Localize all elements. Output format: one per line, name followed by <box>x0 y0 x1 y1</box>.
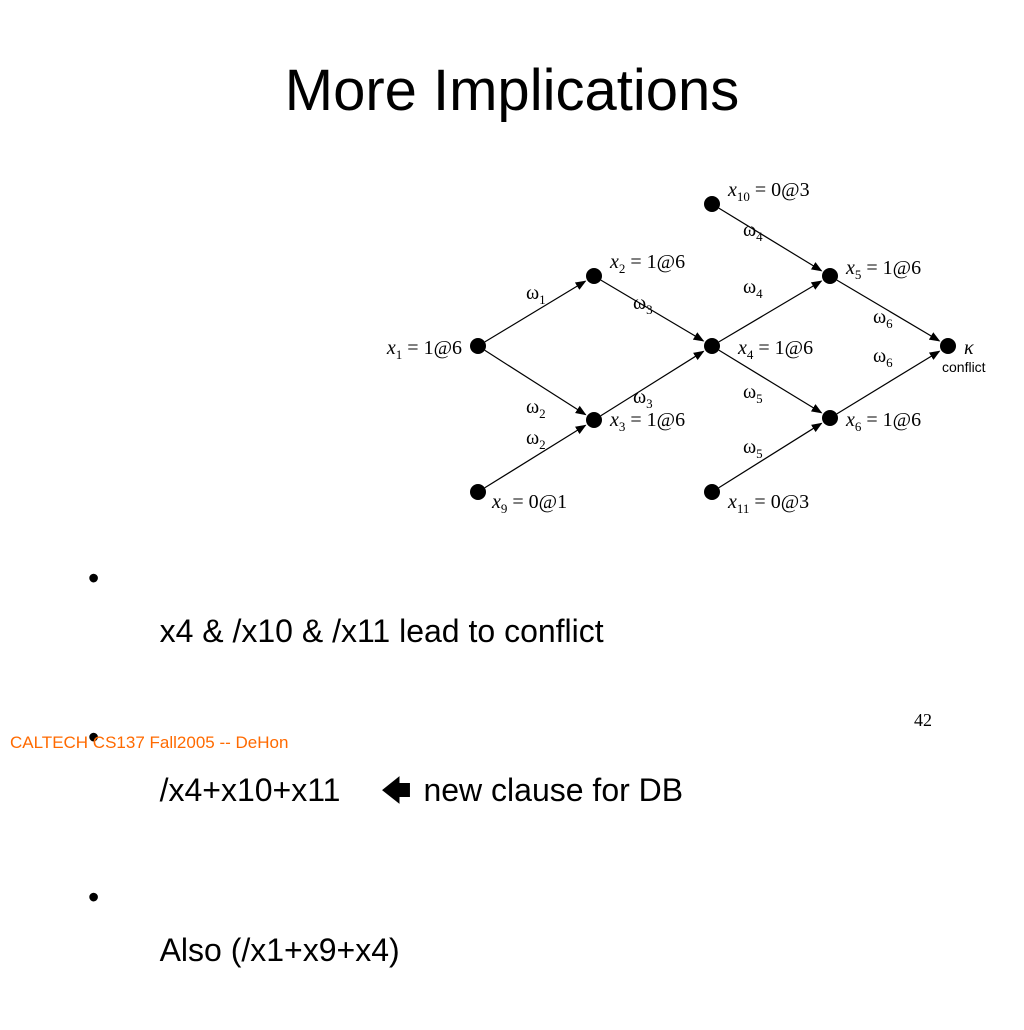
edge-x2-x4 <box>600 279 705 342</box>
bullet-text: /x4+x10+x11 <box>159 772 341 808</box>
node-label-x6: x6 = 1@6 <box>845 409 921 434</box>
edge-label-x6-kappa: ω6 <box>873 345 893 370</box>
edge-x10-x5 <box>718 207 823 272</box>
arrow-left-icon: 🡄 <box>380 775 412 808</box>
bullet-marker: • <box>88 719 100 755</box>
node-label-x9: x9 = 0@1 <box>491 491 567 516</box>
bullet-text: x4 & /x10 & /x11 lead to conflict <box>159 613 604 649</box>
bullet-item-1: • x4 & /x10 & /x11 lead to conflict <box>88 552 683 711</box>
edge-x3-x4 <box>600 350 705 417</box>
node-x4 <box>704 338 720 354</box>
node-x10 <box>704 196 720 212</box>
edge-label-x10-x5: ω4 <box>743 219 763 244</box>
edge-x9-x3 <box>484 424 587 489</box>
node-label-x10: x10 = 0@3 <box>727 179 810 204</box>
edge-label-x1-x2: ω1 <box>526 282 546 307</box>
edge-x6-kappa <box>836 350 941 415</box>
bullet-text-after-arrow: new clause for DB <box>423 772 684 808</box>
edge-label-x11-x6: ω5 <box>743 436 763 461</box>
page-number: 42 <box>914 710 932 730</box>
node-x5 <box>822 268 838 284</box>
implication-graph: ω1 ω2 ω2 ω3 ω3 ω4 ω4 ω5 ω5 ω6 ω6 x10 = 0@3 x2 = 1@6… <box>386 179 986 516</box>
node-label-x4: x4 = 1@6 <box>737 337 813 362</box>
edge-x1-x2 <box>484 280 587 343</box>
node-x3 <box>586 412 602 428</box>
edge-x11-x6 <box>718 422 823 489</box>
edge-label-x4-x6: ω5 <box>743 381 763 406</box>
node-x2 <box>586 268 602 284</box>
bullet-text: Also (/x1+x9+x4) <box>159 932 400 968</box>
node-kappa <box>940 338 956 354</box>
edge-x4-x5 <box>718 280 823 343</box>
node-label-x1: x1 = 1@6 <box>386 337 462 362</box>
edge-label-x4-x5: ω4 <box>743 276 763 301</box>
node-label-x11: x11 = 0@3 <box>727 491 809 516</box>
bullet-marker: • <box>88 879 100 915</box>
conflict-label: conflict <box>942 359 986 375</box>
slide-title: More Implications <box>284 58 740 123</box>
bullet-marker: • <box>88 560 100 596</box>
node-x6 <box>822 410 838 426</box>
edge-label-x5-kappa: ω6 <box>873 306 893 331</box>
edge-label-x9-x3: ω2 <box>526 427 546 452</box>
node-x11 <box>704 484 720 500</box>
node-label-kappa: κ <box>964 337 974 359</box>
bullet-list: • x4 & /x10 & /x11 lead to conflict • /x4+… <box>88 552 683 1030</box>
node-label-x3: x3 = 1@6 <box>609 409 685 434</box>
edge-x1-x3 <box>484 349 587 416</box>
edge-label-x2-x4: ω3 <box>633 292 653 317</box>
edge-x5-kappa <box>836 279 941 342</box>
node-label-x5: x5 = 1@6 <box>845 257 921 282</box>
bullet-item-3: • Also (/x1+x9+x4) <box>88 871 683 1030</box>
footer-text: CALTECH CS137 Fall2005 -- DeHon <box>10 733 289 752</box>
edge-label-x1-x3: ω2 <box>526 396 546 421</box>
node-x1 <box>470 338 486 354</box>
node-x9 <box>470 484 486 500</box>
edge-label-x3-x4: ω3 <box>633 386 653 411</box>
node-label-x2: x2 = 1@6 <box>609 251 685 276</box>
edge-x4-x6 <box>718 349 823 414</box>
